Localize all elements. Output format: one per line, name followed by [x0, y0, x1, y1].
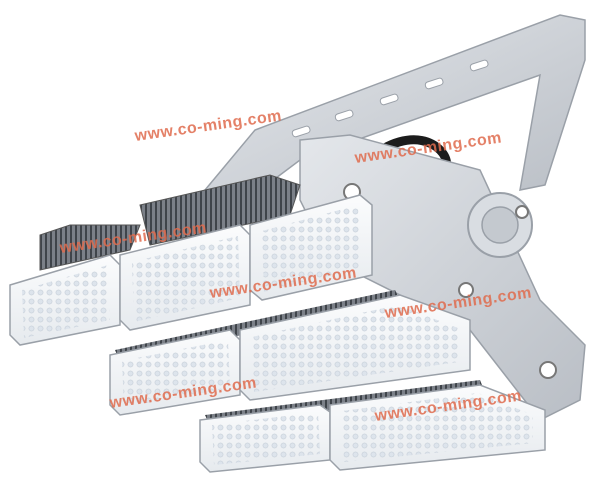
heatsink-fins-top	[39, 174, 301, 271]
led-module-top-middle	[119, 224, 251, 331]
led-module-bottom-right	[329, 384, 546, 471]
led-module-top-left	[9, 254, 121, 346]
led-module-middle-right	[239, 294, 471, 401]
led-module-top-right	[249, 194, 373, 301]
led-module-middle-left	[109, 329, 241, 416]
